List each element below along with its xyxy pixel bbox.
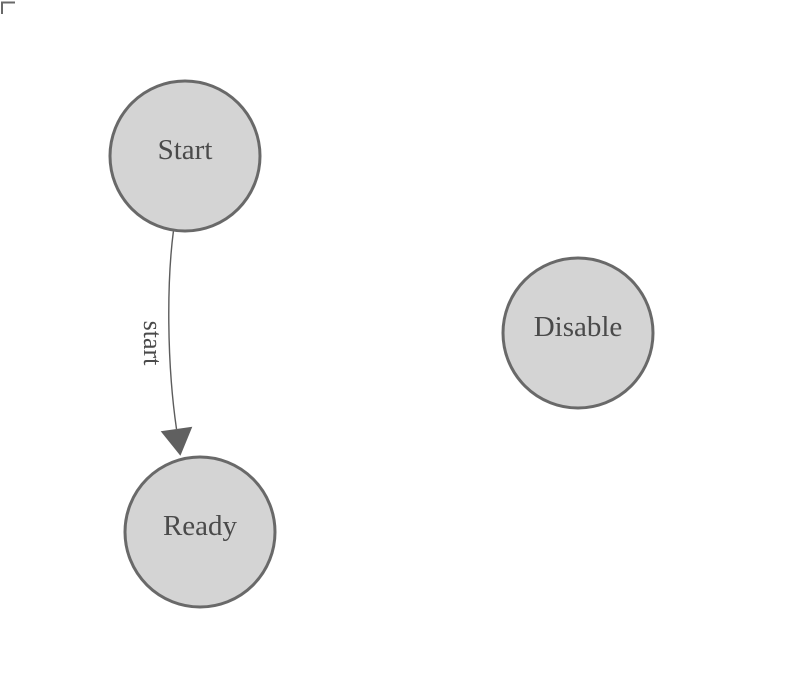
state-node-ready[interactable]: Ready xyxy=(123,455,277,609)
state-label: Start xyxy=(158,134,213,166)
canvas-corner-mark-icon xyxy=(1,1,15,14)
state-node-disable[interactable]: Disable xyxy=(501,256,655,410)
state-label: Disable xyxy=(534,311,623,343)
state-node-start[interactable]: Start xyxy=(108,79,262,233)
transition-path[interactable] xyxy=(168,230,178,430)
edges-layer: start xyxy=(138,230,193,456)
transition-arrowhead-icon xyxy=(160,426,193,456)
state-circle[interactable] xyxy=(501,256,655,410)
marks-layer xyxy=(1,1,15,14)
state-label: Ready xyxy=(163,510,238,542)
state-circle[interactable] xyxy=(108,79,262,233)
state-circle[interactable] xyxy=(123,455,277,609)
transition-edge-start-ready[interactable]: start xyxy=(138,230,193,456)
transition-label: start xyxy=(138,321,167,367)
